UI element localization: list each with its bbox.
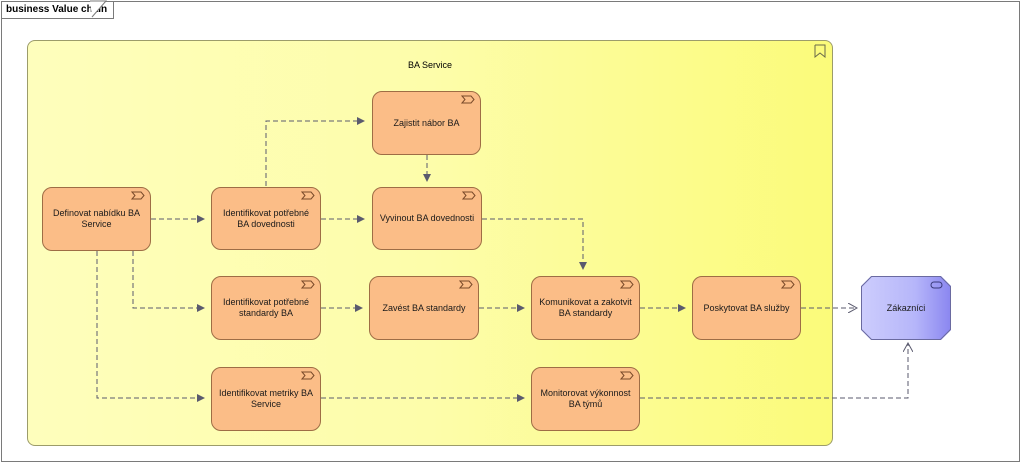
step-label: Zajistit nábor BA — [393, 117, 460, 128]
step-identifikovat-standardy[interactable]: Identifikovat potřebné standardy BA — [211, 276, 321, 340]
role-label: Zákazníci — [886, 303, 926, 313]
step-monitorovat[interactable]: Monitorovat výkonnost BA týmů — [531, 367, 640, 431]
step-vyvinout-dovednosti[interactable]: Vyvinout BA dovednosti — [372, 187, 482, 250]
diagram-title: business Value chain — [2, 2, 115, 19]
business-role-icon — [930, 281, 943, 289]
step-label: Vyvinout BA dovednosti — [379, 213, 475, 223]
step-poskytovat[interactable]: Poskytovat BA služby — [692, 276, 801, 340]
value-stream-icon — [781, 280, 795, 289]
flow-dovednosti-to-nabor — [265, 117, 365, 186]
flow-definovat-to-standardy — [132, 251, 205, 312]
step-label: Identifikovat potřebné BA dovednosti — [222, 207, 310, 229]
step-identifikovat-metriky[interactable]: Identifikovat metriky BA Service — [211, 367, 321, 431]
value-stream-icon — [620, 371, 634, 380]
step-label: Komunikovat a zakotvit BA standardy — [539, 297, 632, 318]
flow-monitorovat-to-zakaznici — [640, 343, 908, 399]
group-title: BA Service — [407, 60, 453, 70]
step-label: Definovat nabídku BA Service — [52, 208, 141, 229]
value-stream-icon — [301, 280, 315, 289]
step-label: Identifikovat metriky BA Service — [218, 388, 314, 409]
step-label: Monitorovat výkonnost BA týmů — [540, 388, 631, 409]
role-zakaznici[interactable]: Zákazníci — [861, 276, 951, 340]
value-stream-icon — [301, 191, 315, 200]
value-stream-icon — [301, 371, 315, 380]
value-stream-icon — [461, 95, 475, 104]
role-outline — [861, 276, 951, 340]
grouping-icon — [814, 44, 826, 58]
step-zajistit-nabor[interactable]: Zajistit nábor BA — [372, 91, 481, 155]
flow-vyvinout-to-komunikovat — [482, 218, 587, 270]
step-identifikovat-dovednosti[interactable]: Identifikovat potřebné BA dovednosti — [211, 187, 321, 250]
step-komunikovat[interactable]: Komunikovat a zakotvit BA standardy — [531, 276, 640, 340]
step-label: Poskytovat BA služby — [703, 302, 790, 313]
value-stream-icon — [131, 191, 145, 200]
step-definovat-nabidku[interactable]: Definovat nabídku BA Service — [42, 187, 151, 251]
value-stream-icon — [459, 280, 473, 289]
step-zavest-standardy[interactable]: Zavést BA standardy — [369, 276, 479, 340]
step-label: Identifikovat potřebné standardy BA — [222, 297, 310, 318]
step-label: Zavést BA standardy — [382, 302, 466, 313]
value-stream-icon — [620, 280, 634, 289]
flow-definovat-to-metriky — [96, 251, 205, 402]
value-stream-icon — [462, 191, 476, 200]
